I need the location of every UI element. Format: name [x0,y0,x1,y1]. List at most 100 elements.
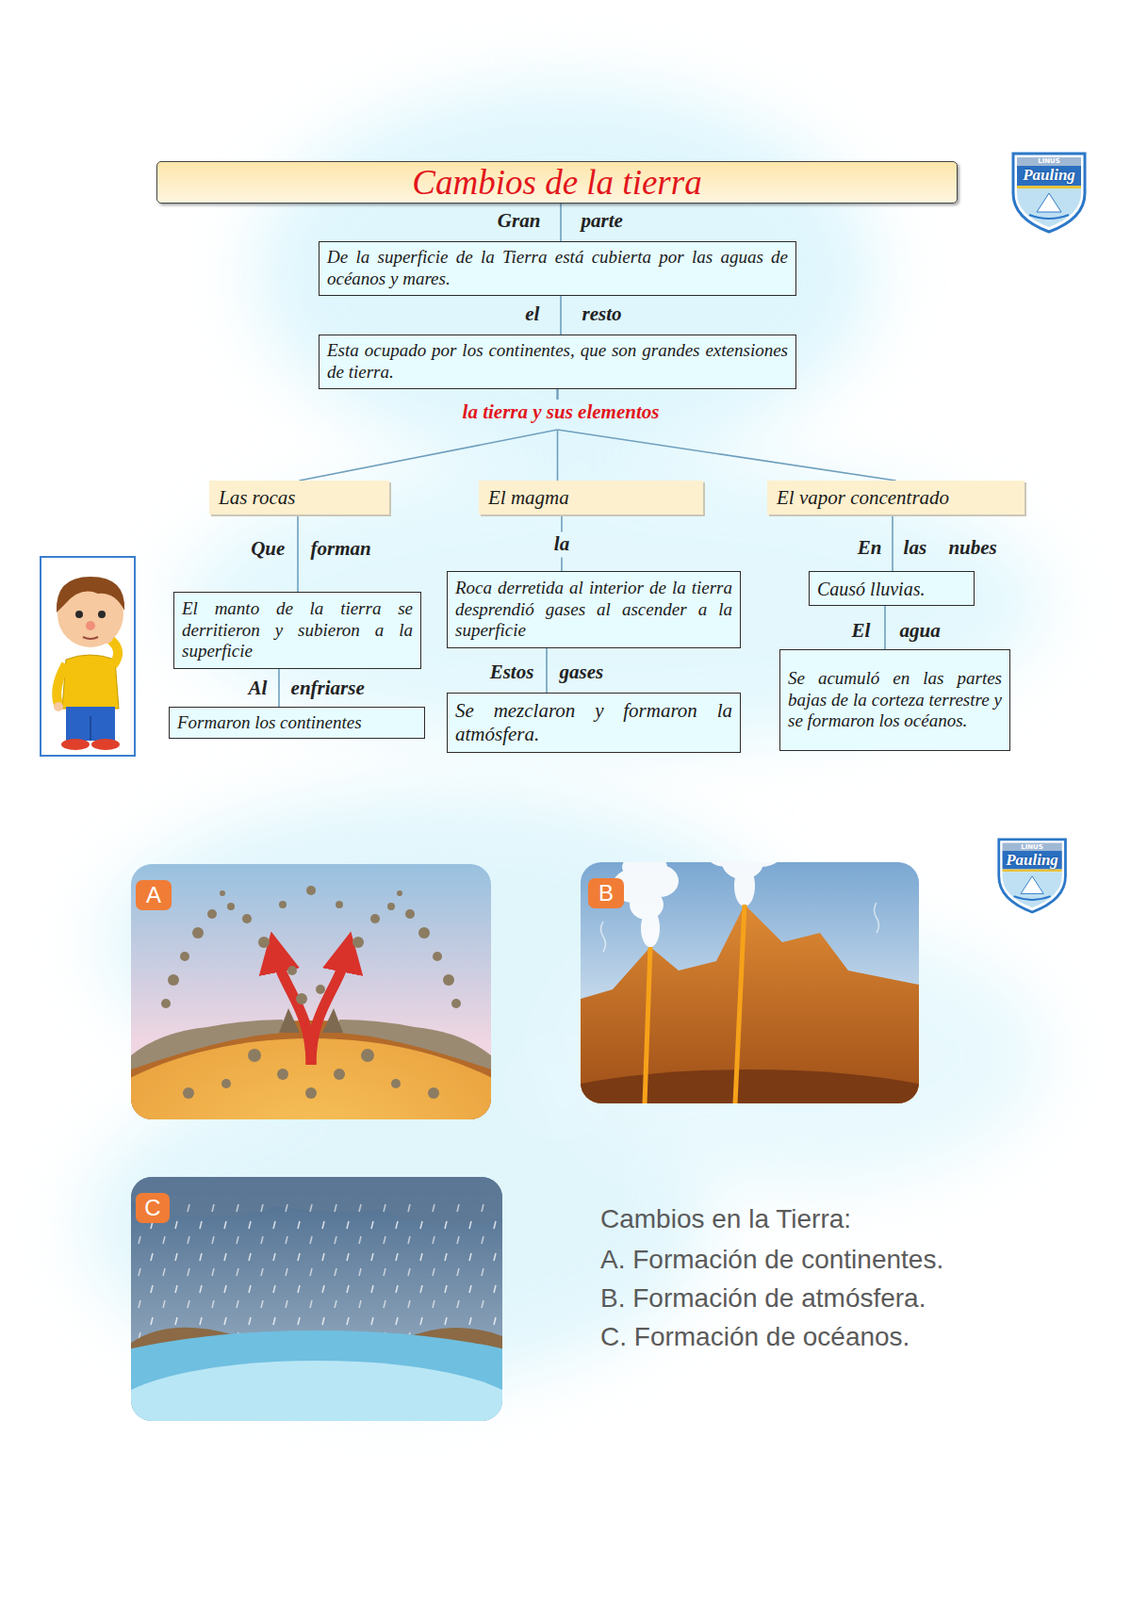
info-box: Se mezclaron y formaron la atmósfera. [446,692,741,754]
panel-letter: A [135,880,172,911]
panel-atmosphere-part [580,862,919,1104]
logo-text: Pauling [1010,165,1088,185]
boy-illustration-part [91,738,120,751]
panel-continents-part-part [227,902,235,911]
panel-continents-part-part [442,974,455,986]
connector-label: Que forman [250,538,372,560]
panel-continents-part-part [352,936,364,949]
panel-continents-part-part [306,885,316,896]
connector-label: En las nubes [857,537,998,559]
node-text: Se mezclaron y formaron la atmósfera. [455,699,733,747]
connector-label: la [554,533,570,556]
boy-illustration-part [82,637,99,640]
boy-illustration-part [75,610,83,619]
connector-label: El agua [852,620,941,642]
panel-continents-part-part [167,974,180,986]
info-box: De la superficie de la Tierra está cubie… [318,241,797,296]
panel-continents-part [275,951,312,1066]
info-box: Esta ocupado por los continentes, que so… [318,334,797,390]
school-logo [1013,153,1085,232]
node-text: Causó lluvias. [817,577,967,601]
panel-continents-part-part [370,914,380,924]
boy-illustration-part [56,576,125,613]
panel-continents-part-part [247,1049,262,1063]
node-text: Roca derretida al interior de la tierra … [455,577,733,642]
node-text: El vapor concentrado [776,486,1016,510]
panel-continents-part-part [333,1068,345,1081]
panel-continents-part-part [207,909,217,919]
panel-continents-part-part [427,1087,440,1099]
boy-illustration-part [65,706,115,741]
panel-continents-part-part [221,1079,231,1089]
node-text: Las rocas [218,486,380,510]
element-box: El vapor concentrado [767,480,1025,515]
panel-continents-part-part [405,909,415,919]
panel-continents-part [161,885,461,1099]
panel-continents-part-part [432,951,443,962]
connector-label: Al enfriarse [248,677,365,700]
section-heading: la tierra y sus elementos [372,400,750,425]
panel-atmosphere-part [580,1069,919,1104]
panel-continents-part-part [360,1049,375,1063]
node-text: Se acumuló en las partes bajas de la cor… [787,668,1002,733]
boy-illustration-part [89,716,92,741]
panel-continents-part [339,1019,492,1070]
boy-illustration-part [40,557,135,756]
info-box: Se acumuló en las partes bajas de la cor… [779,649,1011,752]
node-text: Cambios de la tierra [157,162,957,203]
panel-atmosphere-part-part [703,862,749,868]
node-text: El manto de la tierra se derritieron y s… [181,598,413,663]
panel-continents-part-part [396,890,403,897]
element-box: El magma [478,480,704,515]
logo-text: Pauling [996,851,1068,870]
panel-continents-part-part [161,999,171,1009]
panel-continents-part-part [182,1087,195,1099]
node-text: El magma [488,486,694,510]
panel-atmosphere-part [644,947,651,1104]
panel-continents-part [311,951,347,1066]
connector-label: Gran parte [497,210,623,232]
background-wash-part [254,84,877,462]
panel-continents-part [131,1019,283,1070]
panel-continents-part-part [278,901,287,909]
node-text: De la superficie de la Tierra está cubie… [327,246,788,291]
boy-illustration-part [53,702,64,712]
logo-text: LINUS [996,843,1068,853]
panel-continents [131,864,492,1120]
logo-text: LINUS [1010,157,1088,166]
panel-continents-part-part [277,1068,289,1081]
connector-label: el resto [524,303,622,326]
school-logo-part [1016,185,1082,189]
boy-illustration-part [85,621,96,631]
panel-continents-part-part [418,927,430,939]
boy-illustration-part [98,610,106,619]
panel-continents-part-part [315,984,326,995]
panel-continents-part-part [391,1079,401,1089]
school-logo-part [1029,214,1069,219]
boy-illustration-part [109,639,118,666]
panel-continents-part-part [451,999,461,1009]
caption-line: A. Formación de continentes. [600,1244,1091,1277]
school-logo-part [1013,153,1085,232]
title-band: Cambios de la tierra [156,161,958,204]
info-box: Causó lluvias. [808,571,975,607]
boy-illustration-part [99,630,114,644]
info-box: Formaron los continentes [168,706,426,739]
panel-atmosphere-part-part [622,862,668,881]
panel-continents-part-part [219,890,226,897]
connector-label: Estos gases [490,661,605,684]
background-wash [84,84,1047,1386]
panel-letter: C [135,1193,170,1224]
element-box: Las rocas [209,480,390,515]
panel-atmosphere-part-part [737,862,787,868]
info-box: Roca derretida al interior de la tierra … [446,571,741,649]
caption-line: Cambios en la Tierra: [600,1203,1091,1236]
panel-oceans-part [131,1330,503,1422]
node-text: Formaron los continentes [177,712,417,735]
boy-illustration-part [61,738,90,751]
panel-continents-part-part [387,902,395,911]
caption-line: C. Formación de océanos. [600,1321,1091,1354]
panel-continents-part-part [258,936,270,949]
